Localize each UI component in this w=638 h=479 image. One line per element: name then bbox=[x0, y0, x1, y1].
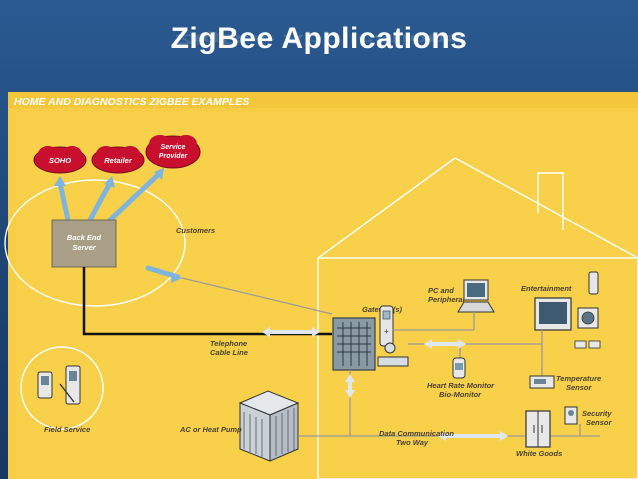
temperature-display bbox=[534, 379, 546, 384]
telephone-cable-line bbox=[82, 267, 332, 336]
field-service-label: Field Service bbox=[44, 425, 90, 434]
customers-label: Customers bbox=[176, 226, 215, 235]
entertainment-label: Entertainment bbox=[521, 284, 572, 293]
small-sensor-icon bbox=[384, 342, 396, 354]
refrigerator-icon bbox=[525, 410, 551, 448]
pc-label-2: Peripheral bbox=[428, 295, 466, 304]
cloud-provider-label-2: Provider bbox=[159, 153, 189, 160]
server-gateway-arrow-head bbox=[171, 272, 182, 283]
remote-control-device: + bbox=[379, 305, 394, 347]
server-label-2: Server bbox=[72, 243, 96, 252]
laptop-icon bbox=[457, 279, 495, 313]
speaker-icon bbox=[577, 307, 599, 329]
temperature-label-1: Temperature bbox=[556, 374, 601, 383]
cloud-soho: SOHO bbox=[33, 146, 87, 174]
tv-icon bbox=[534, 297, 572, 331]
customers-ellipse bbox=[4, 179, 186, 307]
cloud-soho-label: SOHO bbox=[49, 156, 71, 165]
server-to-cloud-arrows bbox=[57, 170, 163, 225]
cloud-retailer: Retailer bbox=[91, 146, 145, 174]
field-service-circle bbox=[20, 346, 104, 430]
tv-remote-icon bbox=[588, 271, 599, 295]
keypad-device bbox=[377, 356, 409, 367]
gateway-pc-double-arrow bbox=[424, 339, 466, 349]
cloud-service-provider: Service Provider bbox=[145, 135, 201, 169]
game-controller-icons bbox=[574, 340, 601, 349]
cloud-provider-label-1: Service bbox=[161, 144, 186, 151]
security-label-2: Sensor bbox=[586, 418, 613, 427]
server-label-1: Back End bbox=[67, 233, 102, 242]
datacomm-label-2: Two Way bbox=[396, 438, 429, 447]
pc-label-1: PC and bbox=[428, 286, 454, 295]
heart-label-1: Heart Rate Monitor bbox=[427, 381, 495, 390]
ac-label: AC or Heat Pump bbox=[179, 425, 242, 434]
security-sensor-lens bbox=[568, 410, 574, 416]
telephone-label-1: Telephone bbox=[210, 339, 247, 348]
white-goods-label: White Goods bbox=[516, 449, 562, 458]
house-outline bbox=[317, 157, 638, 479]
data-communication-double-arrow bbox=[438, 431, 508, 441]
diagram-header-bar bbox=[8, 92, 638, 108]
datacomm-label-1: Data Communication bbox=[379, 429, 454, 438]
cloud-retailer-label: Retailer bbox=[104, 156, 133, 165]
diagram-header: HOME AND DIAGNOSTICS ZIGBEE EXAMPLES bbox=[14, 96, 249, 108]
gateway-device bbox=[332, 317, 376, 371]
slide-title: ZigBee Applications bbox=[170, 22, 468, 55]
handheld-device-icon bbox=[37, 365, 81, 405]
telephone-label-2: Cable Line bbox=[210, 348, 248, 357]
temperature-label-2: Sensor bbox=[566, 383, 593, 392]
security-label-1: Security bbox=[582, 409, 612, 418]
heart-label-2: Bio-Monitor bbox=[439, 390, 482, 399]
server-gateway-line bbox=[181, 277, 333, 315]
cloud-arrow-heads bbox=[54, 168, 164, 188]
ac-heat-pump-icon bbox=[238, 390, 300, 462]
heart-rate-monitor-icon bbox=[452, 357, 466, 379]
svg-text:+: + bbox=[384, 327, 389, 336]
telephone-gateway-double-arrow bbox=[262, 327, 320, 337]
gateway-vertical-double-arrow bbox=[345, 374, 355, 398]
